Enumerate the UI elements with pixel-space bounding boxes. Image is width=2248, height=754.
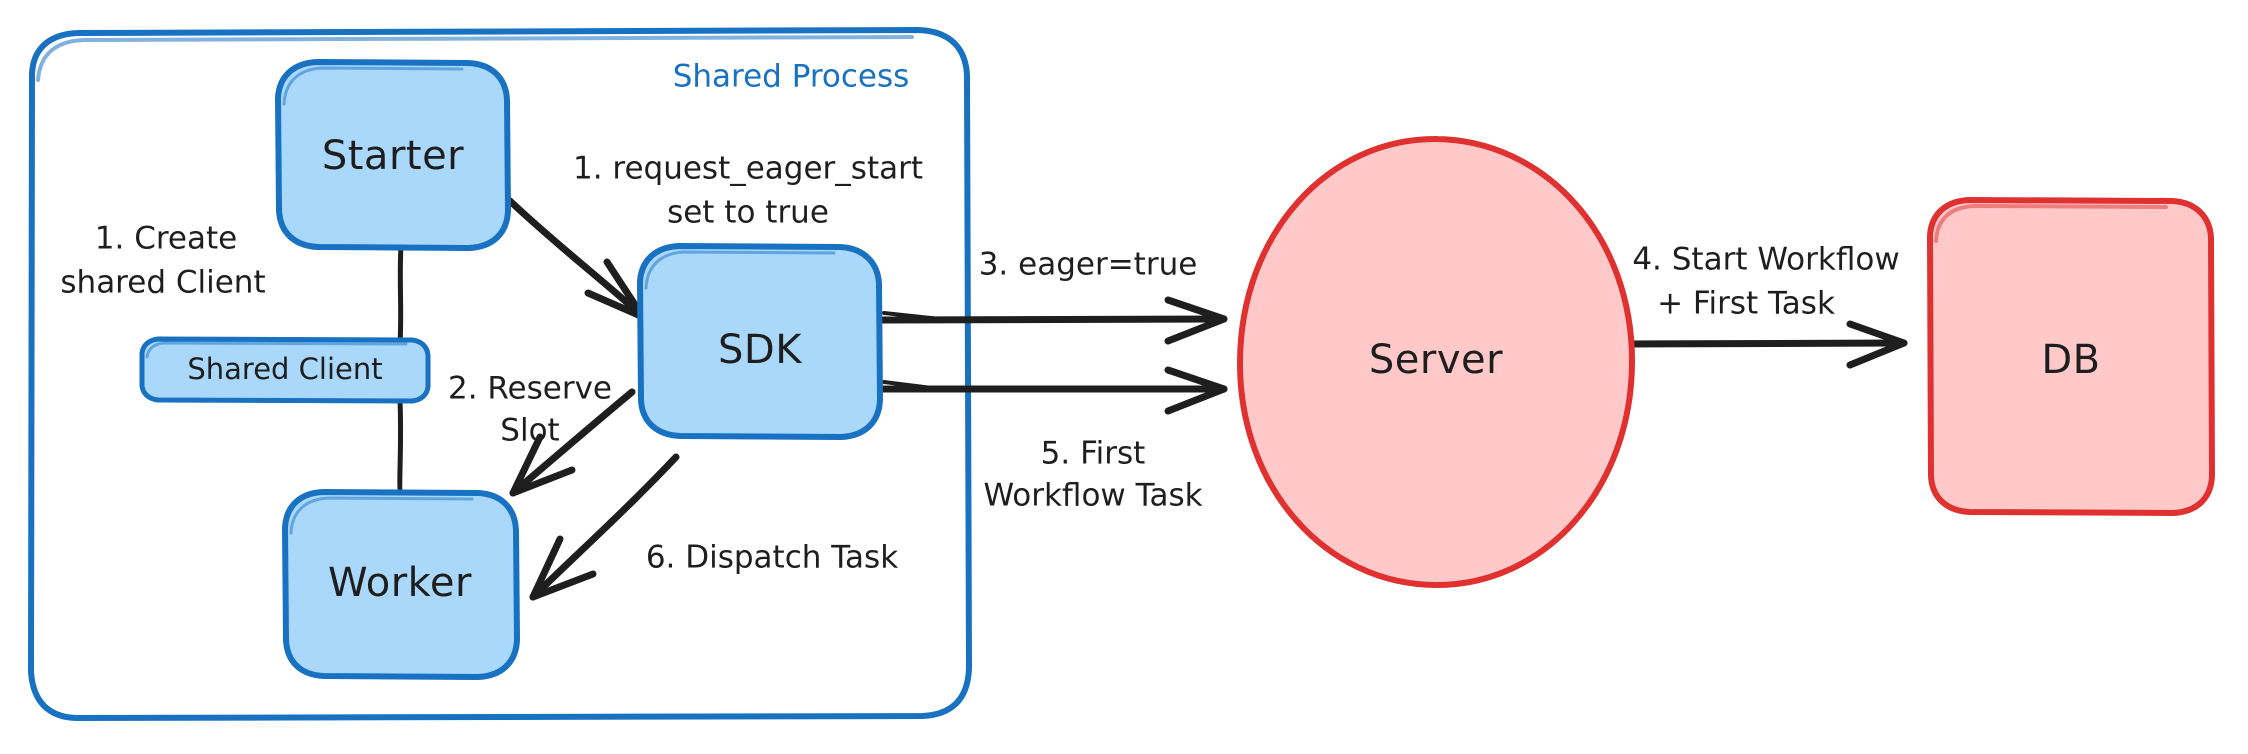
edge-create-shared-client-line-lower — [397, 397, 404, 495]
node-db-sketch-stroke — [1934, 204, 2168, 243]
node-worker-label: Worker — [328, 560, 472, 606]
node-server-label: Server — [1369, 337, 1503, 383]
node-sdk[interactable]: SDK — [637, 243, 883, 440]
edge-create-shared-client-label-line1: 1. Create — [95, 221, 237, 257]
node-db-fill — [1930, 200, 2212, 513]
edge-start-workflow[interactable]: 4. Start Workflow + First Task — [1626, 242, 1908, 369]
edge-reserve-slot-arrowhead-upper — [509, 433, 544, 497]
node-db-label: DB — [2041, 337, 2100, 383]
frame-shared-process-sketch-stroke — [36, 35, 914, 82]
node-server-fill — [1240, 139, 1632, 585]
edge-start-workflow-arrowhead-upper — [1846, 320, 1908, 347]
node-shared-client-fill — [142, 339, 428, 401]
edge-create-shared-client[interactable]: 1. Create shared Client — [60, 221, 404, 495]
node-starter-outline — [275, 59, 511, 251]
edge-request-eager-start-line — [506, 197, 647, 321]
edge-first-workflow-task-arrowhead-lower — [1164, 385, 1228, 415]
node-starter-label: Starter — [322, 133, 464, 179]
edge-request-eager-start[interactable]: 1. request_eager_start set to true — [506, 151, 923, 321]
edge-create-shared-client-line-upper — [397, 243, 404, 346]
edge-request-eager-start-label-line1: 1. request_eager_start — [573, 151, 923, 187]
node-server-outline — [1236, 135, 1636, 589]
edge-first-workflow-task-arrowhead-upper — [1164, 366, 1228, 393]
node-worker-fill — [285, 492, 517, 677]
edge-dispatch-task-label: 6. Dispatch Task — [646, 540, 898, 576]
frame-shared-process-outline — [28, 27, 972, 721]
edge-dispatch-task-line — [529, 453, 680, 601]
frame-shared-process[interactable]: Shared Process — [28, 27, 972, 721]
edge-eager-true-arrowhead-upper — [1164, 296, 1228, 323]
edge-reserve-slot-label-line1: 2. Reserve — [448, 371, 612, 407]
node-worker-sketch-stroke — [289, 496, 474, 535]
edge-eager-true-tail-sketch — [882, 311, 942, 321]
node-sdk-fill — [640, 246, 880, 437]
edge-first-workflow-task-label-line2: Workflow Task — [983, 478, 1202, 514]
edge-request-eager-start-arrowhead-lower — [603, 258, 647, 321]
node-shared-client-outline — [139, 336, 431, 404]
node-server-sketch-stroke — [1393, 137, 1454, 145]
node-sdk-label: SDK — [718, 327, 803, 373]
edge-request-eager-start-label-line2: set to true — [667, 195, 829, 231]
edge-start-workflow-label-line1: 4. Start Workflow — [1632, 242, 1899, 278]
node-starter[interactable]: Starter — [275, 59, 511, 251]
node-starter-fill — [278, 62, 508, 248]
node-sdk-outline — [637, 243, 883, 440]
node-worker[interactable]: Worker — [282, 489, 520, 680]
node-db[interactable]: DB — [1927, 197, 2215, 516]
edge-reserve-slot-label-line2: Slot — [500, 413, 559, 449]
node-server[interactable]: Server — [1236, 135, 1636, 589]
edge-dispatch-task-arrowhead-upper — [529, 535, 564, 601]
node-shared-client-label: Shared Client — [187, 352, 382, 386]
edge-first-workflow-task-tail-sketch — [882, 380, 942, 391]
edge-reserve-slot-line — [509, 388, 636, 497]
edge-first-workflow-task-label-line1: 5. First — [1041, 436, 1146, 472]
frame-shared-process-label: Shared Process — [673, 59, 910, 95]
edge-start-workflow-arrowhead-lower — [1846, 339, 1908, 369]
node-worker-outline — [282, 489, 520, 680]
edge-dispatch-task[interactable]: 6. Dispatch Task — [529, 453, 898, 601]
node-shared-client-sketch-stroke — [145, 341, 408, 359]
edge-reserve-slot[interactable]: 2. Reserve Slot — [448, 371, 636, 497]
edge-create-shared-client-label-line2: shared Client — [60, 265, 265, 301]
edge-eager-true[interactable]: 3. eager=true — [876, 247, 1228, 345]
edge-start-workflow-line — [1626, 339, 1902, 348]
edge-reserve-slot-arrowhead-lower — [509, 466, 576, 497]
node-db-outline — [1927, 197, 2215, 516]
edge-request-eager-start-arrowhead-upper — [584, 289, 647, 321]
edge-start-workflow-label-line2: + First Task — [1657, 286, 1835, 322]
node-shared-client[interactable]: Shared Client — [139, 336, 431, 404]
edge-first-workflow-task[interactable]: 5. First Workflow Task — [876, 366, 1228, 514]
edge-eager-true-label: 3. eager=true — [979, 247, 1198, 283]
edge-dispatch-task-arrowhead-lower — [529, 570, 597, 601]
node-starter-sketch-stroke — [282, 66, 464, 106]
edge-eager-true-arrowhead-lower — [1164, 315, 1228, 345]
node-sdk-sketch-stroke — [644, 250, 836, 290]
